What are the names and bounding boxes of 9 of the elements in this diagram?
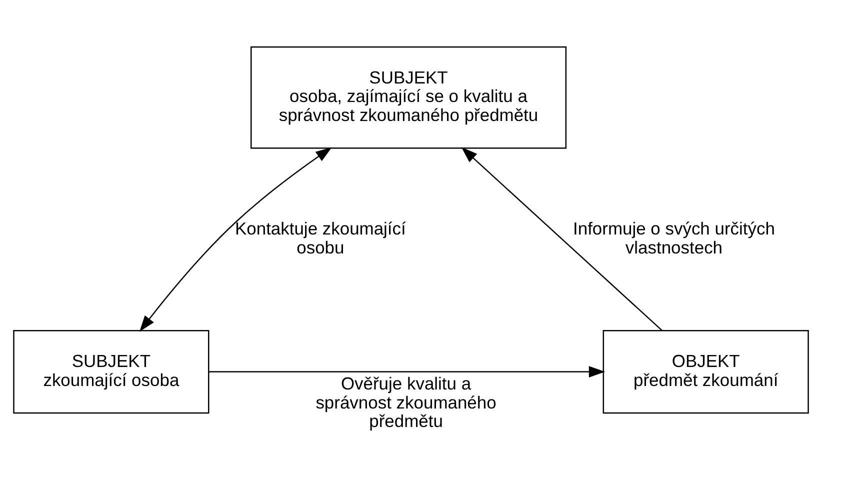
node-box: SUBJEKT osoba, zajímající se o kvalitu a správnost zkoumaného předmětu: [250, 46, 567, 148]
node-box: OBJEKT předmět zkoumání: [602, 329, 809, 414]
arrow: [139, 146, 332, 332]
edge-label: Kontaktuje zkoumající osobu: [234, 218, 406, 257]
node-box: SUBJEKT zkoumající osoba: [13, 329, 210, 414]
edge-label: Informuje o svých určitých vlastnostech: [573, 218, 775, 257]
arrow: [208, 366, 606, 377]
edge-label: Ověřuje kvalitu a správnost zkoumaného předmětu: [316, 373, 496, 431]
arrow: [461, 146, 662, 330]
